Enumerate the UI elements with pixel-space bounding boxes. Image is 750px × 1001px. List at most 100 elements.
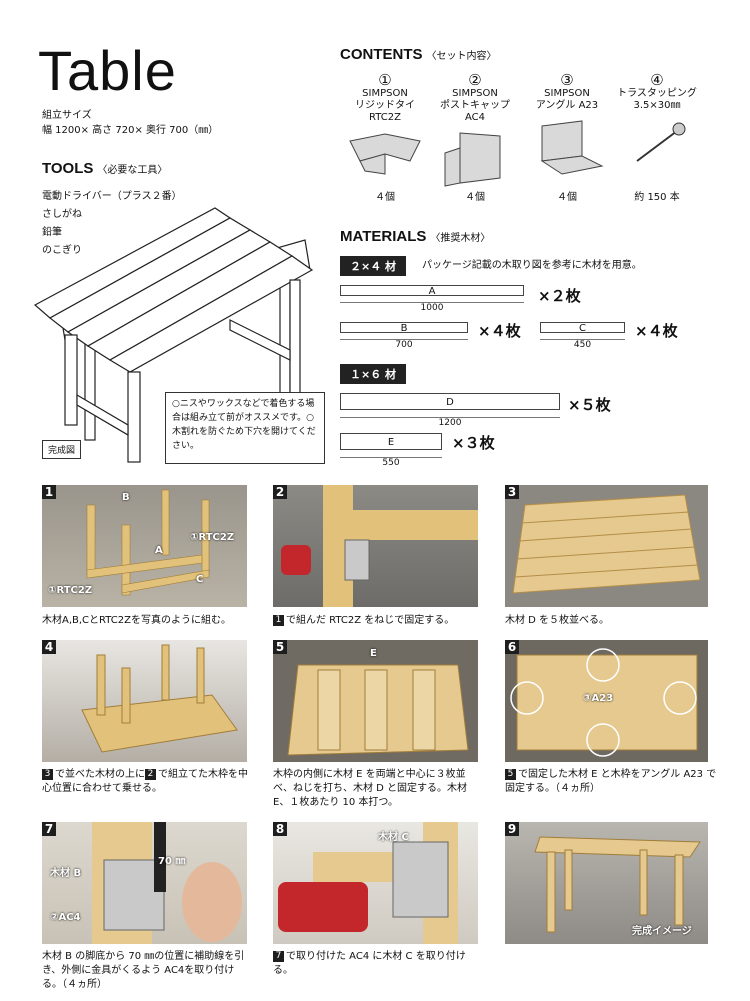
board-d: D [340,393,560,410]
step-5-label: E [370,648,377,659]
size-label: 組立サイズ [42,110,92,121]
dim-line [340,457,442,458]
step-number: 8 [273,822,287,836]
step-7-label: ②AC4 [50,912,81,923]
contents-heading-text: CONTENTS [340,46,423,63]
tools-heading: TOOLS〈必要な工具〉 [42,160,167,177]
step-1-label: C [196,574,204,585]
step-3-photo [505,485,708,607]
step-8-photo [273,822,478,944]
step-8-caption-text: で取り付けた AC4 に木材 C を取り付ける。 [273,951,466,976]
board-e-qty: ×３枚 [452,434,495,452]
tool-item: 電動ドライバー（プラス２番） [42,191,182,202]
illustration-label: 完成図 [42,440,82,459]
step-8-post [278,822,458,944]
step-2-frame [281,485,478,607]
materials-sub: 〈推奨木材〉 [430,233,491,244]
step-number: 5 [273,640,287,654]
dim-line [340,339,468,340]
step-6-photo [505,640,708,762]
item-qty: ４個 [557,192,577,203]
item-qty: ４個 [465,192,485,203]
board-b-qty: ×４枚 [478,322,521,340]
illustration-note: ○ニスやワックスなどで着色する場合は組み立て前がオススメです。○木割れを防ぐため… [165,392,325,464]
dim-line [540,339,625,340]
step-2-caption-text: で組んだ RTC2Z をねじで固定する。 [286,615,455,626]
item-qty: ４個 [375,192,395,203]
step-7-photo [42,822,247,944]
item-name: SIMPSON [452,88,498,99]
step-1-label: ①RTC2Z [48,585,93,596]
step-5-frame [287,664,469,756]
step-number: 4 [42,640,56,654]
step-number: 7 [42,822,56,836]
tool-item: 鉛筆 [42,227,62,238]
step-8-label: 木材 C [378,832,409,843]
step-number: 3 [505,485,519,499]
contents-item-a23: ③ SIMPSON アングル A23 ４個 [522,72,612,212]
step-ref: 7 [273,950,284,962]
tools-sub: 〈必要な工具〉 [97,165,168,176]
step-3-caption: 木材 D を５枚並べる。 [505,615,610,626]
material-tag-2x4: ２×４ 材 [340,256,407,276]
a23-icon [540,120,604,175]
table-illustration [33,207,314,463]
step-4-caption-a: で並べた木材の上に [55,769,145,780]
step-number: 9 [505,822,519,836]
step-9-table [534,836,701,933]
step-ref: 3 [42,768,53,780]
contents-item-screw: ④ トラスタッピング 3.5×30㎜ 約 150 本 [612,72,702,212]
contents-heading: CONTENTS〈セット内容〉 [340,46,497,63]
material-tag-1x6: １×６ 材 [340,364,407,384]
step-6-label: ③A23 [583,693,614,704]
item-name: SIMPSON [362,88,408,99]
item-name: トラスタッピング [617,88,697,99]
screw-icon [636,122,686,162]
board-e: E [340,433,442,450]
materials-heading: MATERIALS〈推奨木材〉 [340,228,490,245]
rtc2z-icon [349,133,421,175]
item-name: リジッドタイ [355,100,415,111]
tool-item: のこぎり [42,245,82,256]
item-qty: 約 150 本 [634,192,680,203]
step-1-photo [42,485,247,607]
step-1-frame [86,489,210,596]
dim-line [340,302,524,303]
step-4-caption-b: で組立てた木枠を中心位置に合わせて乗せる。 [42,769,248,794]
board-c-qty: ×４枚 [635,322,678,340]
board-c: C [540,322,625,334]
size-value: 幅 1200× 高さ 720× 奥行 700（㎜） [42,125,219,136]
step-4-photo [42,640,247,762]
step-ref: 2 [145,768,156,780]
step-6-frame [510,648,698,757]
board-d-length: 1200 [438,418,462,428]
step-ref: 5 [505,768,516,780]
step-9-label: 完成イメージ [632,926,692,937]
page-title: Table [38,39,177,102]
item-num: ① [378,71,392,89]
step-7-post [92,822,242,944]
item-name: RTC2Z [369,112,401,123]
step-1-caption: 木材A,B,CとRTC2Zを写真のように組む。 [42,615,231,626]
board-a-qty: ×２枚 [538,287,581,305]
dim-line [340,417,560,418]
board-b-length: 700 [395,340,413,350]
item-name: ポストキャップ AC4 [440,100,510,123]
step-7-label: 木材 B [50,868,82,879]
tools-list: 電動ドライバー（プラス２番） さしがね 鉛筆 のこぎり [42,188,182,260]
material-note: パッケージ記載の木取り図を参考に木材を用意。 [422,260,642,271]
item-num: ③ [560,71,574,89]
item-num: ④ [650,71,664,89]
item-name: SIMPSON [544,88,590,99]
step-1-label: A [155,545,163,556]
board-c-length: 450 [573,340,592,350]
step-7-caption: 木材 B の脚底から 70 ㎜の位置に補助線を引き、外側に金具がくるよう AC4… [42,951,245,990]
board-b: B [340,322,468,334]
contents-item-ac4: ② SIMPSON ポストキャップ AC4 ４個 [430,72,520,212]
step-3-boards [512,494,701,594]
step-number: 2 [273,485,287,499]
